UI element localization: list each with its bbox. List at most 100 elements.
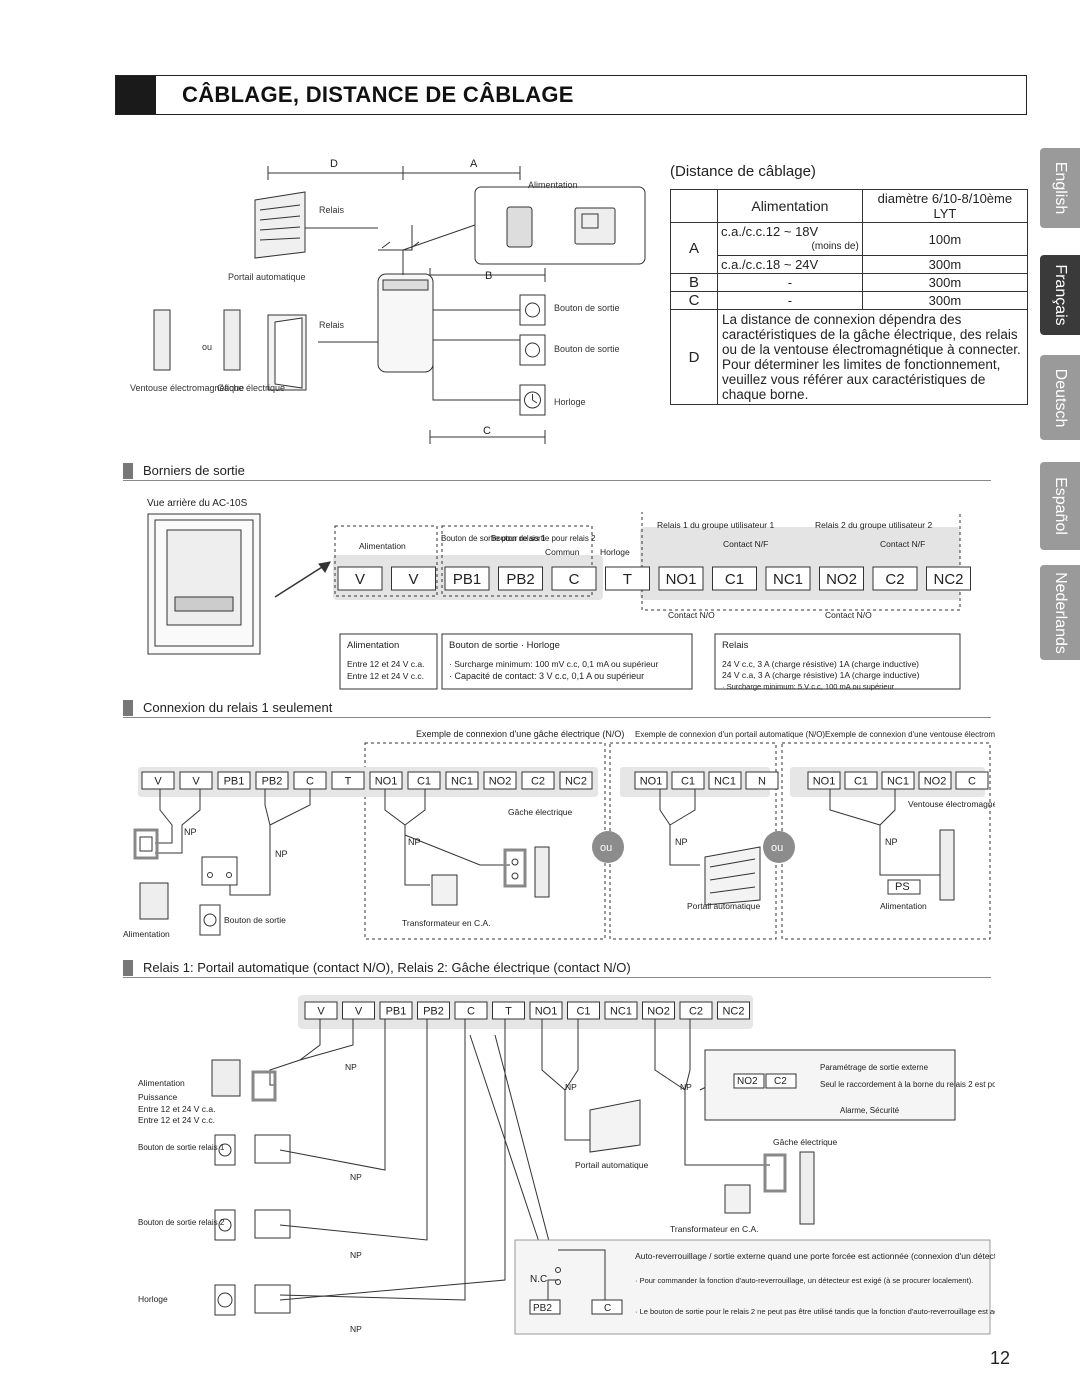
terminal-box [337, 566, 383, 591]
terminal-box [844, 771, 878, 790]
terminal-box [819, 566, 864, 591]
distance-title: (Distance de câblage) [670, 163, 816, 180]
terminal-label: V [355, 571, 365, 588]
ext-title: Paramétrage de sortie externe [820, 1063, 929, 1072]
terminal-box [331, 771, 365, 790]
row-a1-note: (moins de) [811, 241, 859, 252]
terminal-box [918, 771, 952, 790]
np-label-5: NP [350, 1250, 362, 1260]
ou-label: ou [202, 342, 212, 352]
ext-note: Seul le raccordement à la borne du relai… [820, 1080, 995, 1089]
np-label-1: NP [184, 827, 197, 837]
terminal-label: NO2 [826, 571, 857, 588]
terminal-label: C2 [531, 775, 545, 787]
terminal-label: C [306, 775, 314, 787]
terminal-label: NO2 [489, 775, 512, 787]
terminal-box [881, 771, 915, 790]
row-a1-value: 100m [861, 222, 1029, 256]
horloge-label: Horloge [554, 397, 586, 407]
bouton-sortie-1-label: Bouton de sortie [554, 303, 620, 313]
terminal-box [454, 1001, 488, 1020]
terminal-box [551, 566, 597, 591]
terminal-label: NO2 [924, 775, 947, 787]
system-wiring-diagram: D A B C Alimentation Relais Portail auto… [130, 158, 646, 444]
terminal-box [642, 1001, 675, 1020]
dim-a-label: A [470, 158, 478, 170]
c-label: C [604, 1303, 611, 1314]
row-b-value: 300m [861, 273, 1029, 292]
terminal-box [445, 771, 479, 790]
spec-relais-title: Relais [722, 640, 749, 651]
tab-francais[interactable]: Français [1040, 255, 1080, 335]
terminal-label: C1 [681, 775, 695, 787]
ventouse-label: Ventouse électromagnétique [130, 383, 244, 393]
terminal-box [217, 771, 251, 790]
terminal-box [765, 566, 811, 591]
row-c-value: 300m [861, 291, 1029, 310]
gache-label: Gâche électrique [217, 383, 285, 393]
terminal-box [379, 1001, 413, 1020]
ex-ventouse-label: Exemple de connexion d'une ventouse élec… [825, 730, 995, 739]
terminal-box [708, 771, 742, 790]
table-header-alimentation: Alimentation [717, 189, 863, 223]
ventouse-label: Ventouse électromagnétique [908, 799, 995, 809]
terminal-box [498, 566, 543, 591]
row-a1-spec: c.a./c.c.12 ~ 18V [721, 224, 819, 239]
terminal-label: NC1 [451, 775, 473, 787]
tab-deutsch[interactable]: Deutsch [1040, 355, 1080, 440]
spec-alim-title: Alimentation [347, 640, 399, 651]
entre-cc-label: Entre 12 et 24 V c.c. [138, 1115, 215, 1125]
terminal-label: V [317, 1005, 325, 1017]
auto-note1: · Pour commander la fonction d'auto-reve… [635, 1276, 973, 1285]
row-c-spec: - [717, 291, 863, 310]
gache-label: Gâche électrique [773, 1137, 838, 1147]
terminal-label: NC1 [610, 1005, 632, 1017]
gache-label: Gâche électrique [508, 807, 573, 817]
terminal-box [141, 771, 175, 790]
terminal-label: NO2 [647, 1005, 670, 1017]
ou-label-2: ou [771, 842, 783, 854]
portail-label: Portail automatique [687, 901, 761, 911]
alimentation-label: Alimentation [528, 180, 578, 190]
bouton2-label: Bouton de sortie relais 2 [138, 1218, 225, 1227]
terminal-label: C [968, 775, 976, 787]
section-mark [123, 463, 133, 479]
tab-nederlands[interactable]: Nederlands [1040, 565, 1080, 660]
terminal-box [745, 771, 779, 790]
terminal-label: V [355, 1005, 363, 1017]
terminal-label: C1 [725, 571, 744, 588]
entre-ca-label: Entre 12 et 24 V c.a. [138, 1104, 216, 1114]
terminal-box [369, 771, 403, 790]
tab-espanol[interactable]: Español [1040, 462, 1080, 550]
dim-c-label: C [483, 425, 491, 437]
portail-label: Portail automatique [575, 1160, 649, 1170]
tab-english[interactable]: English [1040, 148, 1080, 228]
section-bornes-heading: Borniers de sortie [123, 463, 991, 481]
terminal-box [255, 771, 289, 790]
term-label-alimentation: Alimentation [359, 541, 406, 551]
nc-label: N.C [530, 1274, 547, 1285]
auto-note2: · Le bouton de sortie pour le relais 2 n… [635, 1307, 995, 1316]
title-block [116, 76, 156, 114]
transfo-label: Transformateur en C.A. [670, 1224, 759, 1234]
horloge-label: Horloge [138, 1294, 168, 1304]
row-a2-value: 300m [861, 255, 1029, 274]
ex-portail-label: Exemple de connexion d'un portail automa… [635, 730, 825, 739]
term-label-bouton1: Bouton de sortie pour relais 1 [441, 534, 546, 543]
terminal-box [872, 566, 918, 591]
auto-title: Auto-reverrouillage / sortie externe qua… [635, 1251, 995, 1261]
portail-label: Portail automatique [228, 272, 306, 282]
table-header-empty [670, 189, 718, 223]
terminal-label: C1 [576, 1005, 590, 1017]
terminal-label: PB2 [262, 775, 283, 787]
terminal-box [671, 771, 705, 790]
alimentation-left-label: Alimentation [123, 929, 170, 939]
bouton-sortie-2-label: Bouton de sortie [554, 344, 620, 354]
terminal-label: PB1 [224, 775, 245, 787]
spec-alim-2: Entre 12 et 24 V c.c. [347, 671, 424, 681]
alimentation-label: Alimentation [138, 1078, 185, 1088]
relais-lower-label: Relais [319, 320, 345, 330]
term-label-commun: Commun [545, 547, 580, 557]
